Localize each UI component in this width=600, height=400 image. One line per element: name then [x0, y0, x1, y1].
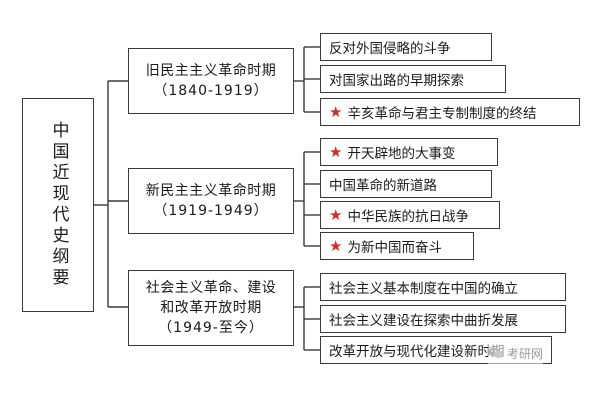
leaf-label: 中华民族的抗日战争: [347, 209, 469, 225]
branch-period-line1: 社会主义革命、建设: [145, 280, 277, 296]
leaf-label: 反对外国侵略的斗争: [329, 41, 451, 57]
leaf-label: 开天辟地的大事变: [347, 146, 456, 162]
root-title: 中国近现代史纲要: [48, 121, 69, 289]
star-icon: ★: [329, 236, 343, 255]
leaf-label: 社会主义基本制度在中国的确立: [329, 281, 518, 297]
leaf-node: 对国家出路的早期探索: [320, 65, 506, 93]
branch-period: 旧民主主义革命时期: [145, 63, 277, 79]
leaf-node: 社会主义建设在探索中曲折发展: [320, 305, 566, 333]
leaf-node: ★ 中华民族的抗日战争: [320, 201, 500, 229]
branch-period: 新民主主义革命时期: [145, 183, 277, 199]
leaf-node: ★ 开天辟地的大事变: [320, 138, 498, 166]
leaf-node: ★ 为新中国而奋斗: [320, 232, 474, 260]
leaf-label: 为新中国而奋斗: [347, 240, 442, 256]
leaf-node: 社会主义基本制度在中国的确立: [320, 273, 566, 301]
leaf-node: 反对外国侵略的斗争: [320, 33, 492, 61]
leaf-label: 辛亥革命与君主专制制度的终结: [347, 106, 537, 122]
leaf-label: 中国革命的新道路: [329, 178, 437, 194]
branch-range: （1949-至今）: [158, 320, 264, 336]
branch-node-socialist: 社会主义革命、建设 和改革开放时期 （1949-至今）: [128, 270, 294, 346]
branch-period-line2: 和改革开放时期: [160, 300, 262, 316]
wechat-icon: [488, 347, 503, 359]
leaf-label: 社会主义建设在探索中曲折发展: [329, 313, 518, 329]
branch-range: （1919-1949）: [153, 203, 269, 219]
watermark: 考研网: [488, 342, 544, 364]
branch-node-new-democratic: 新民主主义革命时期 （1919-1949）: [128, 168, 294, 234]
star-icon: ★: [329, 142, 343, 161]
root-node: 中国近现代史纲要: [22, 98, 94, 312]
star-icon: ★: [329, 102, 343, 121]
star-icon: ★: [329, 205, 343, 224]
leaf-node: 中国革命的新道路: [320, 170, 492, 198]
leaf-label: 改革开放与现代化建设新时期: [329, 344, 505, 360]
watermark-text: 考研网: [507, 346, 544, 361]
branch-node-old-democratic: 旧民主主义革命时期 （1840-1919）: [128, 48, 294, 114]
branch-range: （1840-1919）: [153, 83, 269, 99]
leaf-label: 对国家出路的早期探索: [329, 73, 464, 89]
leaf-node: ★ 辛亥革命与君主专制制度的终结: [320, 98, 580, 126]
